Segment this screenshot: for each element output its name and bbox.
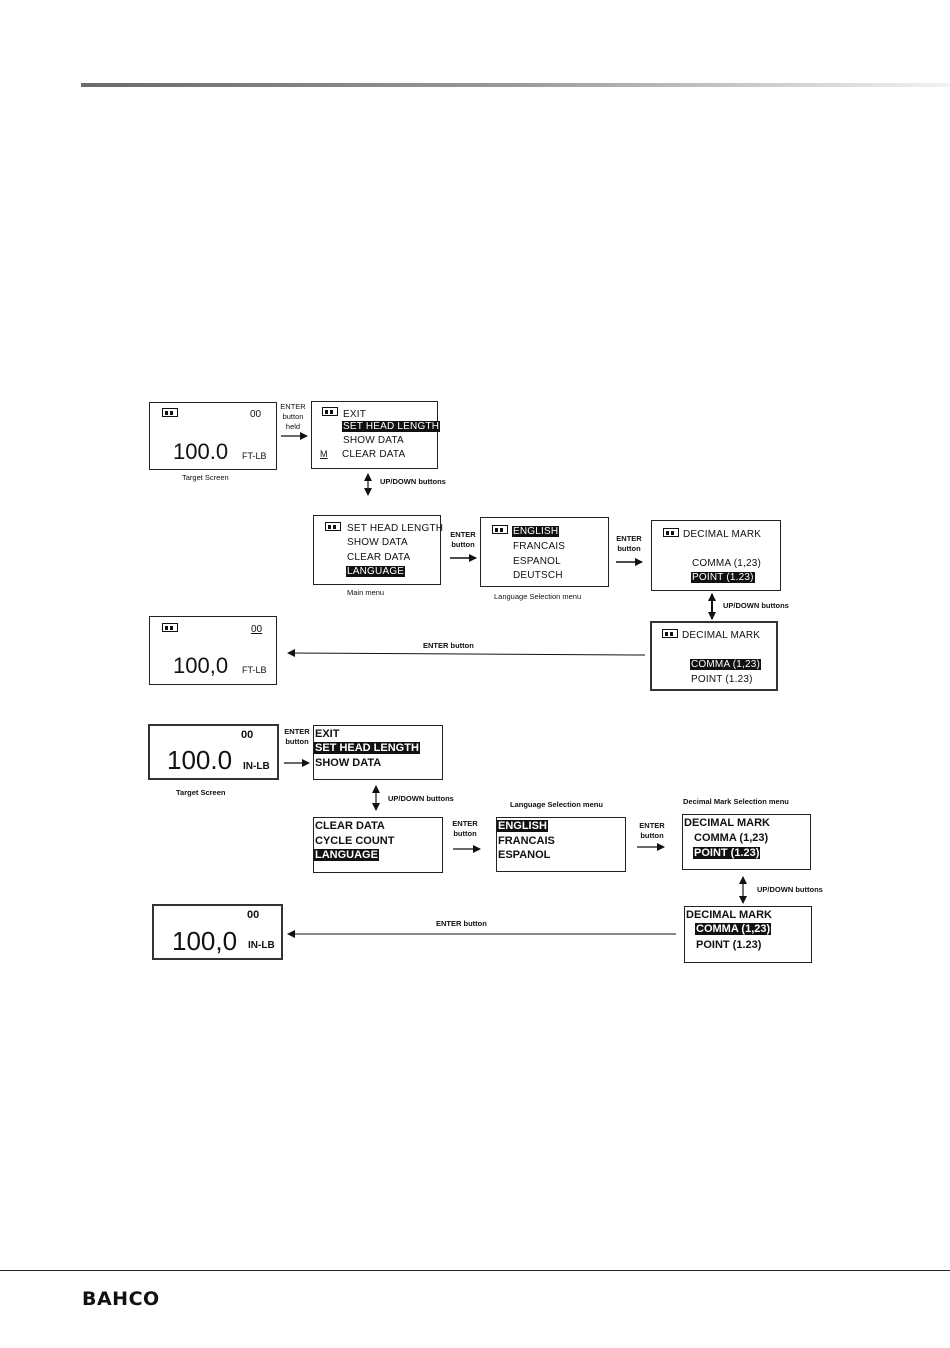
menu-item: SET HEAD LENGTH xyxy=(347,523,444,534)
in-menu1-screen: EXIT SET HEAD LENGTH SHOW DATA xyxy=(313,725,443,780)
menu-item-selected: LANGUAGE xyxy=(346,566,406,577)
header-rule xyxy=(81,83,950,87)
cycle-counter: 00 xyxy=(251,624,263,635)
ft-enter-label-a: ENTER button xyxy=(450,530,476,549)
torque-unit: FT-LB xyxy=(242,451,267,461)
in-decimal-point-screen: DECIMAL MARK COMMA (1,23) POINT (1.23) xyxy=(682,814,811,870)
menu-item-selected: LANGUAGE xyxy=(314,849,379,861)
option-point: POINT (1.23) xyxy=(696,939,762,951)
ft-enter-back-label: ENTER button xyxy=(423,641,474,650)
menu-item: SHOW DATA xyxy=(315,757,382,769)
option-point: POINT (1.23) xyxy=(691,674,753,685)
menu-item-selected: ENGLISH xyxy=(497,820,548,832)
torque-value: 100.0 xyxy=(167,745,233,775)
menu-item: FRANCAIS xyxy=(513,541,566,552)
ft-menu1-screen: EXIT SET HEAD LENGTH SHOW DATA M CLEAR D… xyxy=(311,401,441,469)
arrow-back-to-result xyxy=(287,649,646,658)
ft-language-screen: ENGLISH FRANCAIS ESPANOL DEUTSCH xyxy=(480,517,609,587)
menu-item: SHOW DATA xyxy=(343,435,404,446)
in-decimal-comma-screen: DECIMAL MARK COMMA (1,23) POINT (1.23) xyxy=(684,906,812,963)
menu-item: EXIT xyxy=(315,728,340,740)
in-enter-label-a: ENTER button xyxy=(452,819,478,838)
footer-rule xyxy=(0,1270,950,1271)
menu-item: DEUTSCH xyxy=(513,570,563,581)
ft-result-screen: 00 100,0 FT-LB xyxy=(149,616,277,685)
ft-main-menu-screen: SET HEAD LENGTH SHOW DATA CLEAR DATA LAN… xyxy=(313,515,444,585)
ft-updown-label-2: UP/DOWN buttons xyxy=(723,601,789,610)
decimal-title: DECIMAL MARK xyxy=(684,817,770,829)
battery-icon xyxy=(662,629,678,638)
menu-item-selected: SET HEAD LENGTH xyxy=(342,421,441,432)
battery-icon xyxy=(663,528,679,537)
menu-item: CLEAR DATA xyxy=(342,449,406,460)
option-comma: COMMA (1,23) xyxy=(692,558,762,569)
ft-updown-label-1: UP/DOWN buttons xyxy=(380,477,446,486)
menu-item: CYCLE COUNT xyxy=(315,835,395,847)
menu-item: CLEAR DATA xyxy=(347,552,411,563)
battery-icon xyxy=(162,623,178,632)
torque-unit: FT-LB xyxy=(242,665,267,675)
option-comma-selected: COMMA (1,23) xyxy=(695,923,772,935)
option-comma: COMMA (1,23) xyxy=(694,832,769,844)
in-menu2-screen: CLEAR DATA CYCLE COUNT LANGUAGE xyxy=(313,817,443,873)
menu-item: ESPANOL xyxy=(498,849,551,861)
menu-item-selected: ENGLISH xyxy=(512,526,560,537)
option-point-selected: POINT (1.23) xyxy=(691,572,755,583)
option-comma-selected: COMMA (1,23) xyxy=(690,659,762,670)
decimal-title: DECIMAL MARK xyxy=(686,909,772,921)
menu-item: SHOW DATA xyxy=(347,537,408,548)
decimal-title: DECIMAL MARK xyxy=(683,529,762,540)
in-target-caption: Target Screen xyxy=(176,788,226,797)
cycle-counter: 00 xyxy=(247,909,260,921)
torque-value: 100.0 xyxy=(173,439,229,464)
ft-language-caption: Language Selection menu xyxy=(494,592,582,601)
cycle-counter: 00 xyxy=(241,729,254,741)
decimal-title: DECIMAL MARK xyxy=(682,630,761,641)
torque-value: 100,0 xyxy=(173,653,229,678)
ft-enter-held-label: ENTER button held xyxy=(280,402,306,431)
ft-target-screen: 00 100.0 FT-LB xyxy=(149,402,277,470)
menu-item: FRANCAIS xyxy=(498,835,555,847)
in-updown-label-2: UP/DOWN buttons xyxy=(757,885,823,894)
ft-enter-label-b: ENTER button xyxy=(616,534,642,553)
in-enter-label: ENTER button xyxy=(284,727,310,746)
memory-mark: M xyxy=(320,449,328,459)
menu-item: EXIT xyxy=(343,409,367,420)
ft-decimal-point-screen: DECIMAL MARK COMMA (1,23) POINT (1.23) xyxy=(651,520,781,591)
battery-icon xyxy=(492,525,508,534)
cycle-counter: 00 xyxy=(250,409,262,420)
menu-item-selected: SET HEAD LENGTH xyxy=(314,742,420,754)
in-updown-label-1: UP/DOWN buttons xyxy=(388,794,454,803)
torque-unit: IN-LB xyxy=(243,761,270,772)
ft-decimal-comma-screen: DECIMAL MARK COMMA (1,23) POINT (1.23) xyxy=(650,621,778,691)
in-language-screen: ENGLISH FRANCAIS ESPANOL xyxy=(496,817,626,872)
menu-item: ESPANOL xyxy=(513,556,561,567)
in-decimal-caption: Decimal Mark Selection menu xyxy=(683,797,789,806)
battery-icon xyxy=(325,522,341,531)
battery-icon xyxy=(162,408,178,417)
ft-target-caption: Target Screen xyxy=(182,473,229,482)
battery-icon xyxy=(322,407,338,416)
ft-main-menu-caption: Main menu xyxy=(347,588,385,597)
menu-item: CLEAR DATA xyxy=(315,820,385,832)
in-enter-back-label: ENTER button xyxy=(436,919,487,928)
option-point-selected: POINT (1.23) xyxy=(693,847,761,859)
in-target-screen: 00 100.0 IN-LB xyxy=(148,724,279,780)
in-enter-label-b: ENTER button xyxy=(639,821,665,840)
torque-unit: IN-LB xyxy=(248,940,275,951)
torque-value: 100,0 xyxy=(172,926,238,956)
bahco-logo: BAHCO xyxy=(82,1288,160,1310)
in-result-screen: 00 100,0 IN-LB xyxy=(152,904,283,960)
in-language-title: Language Selection menu xyxy=(510,800,603,809)
